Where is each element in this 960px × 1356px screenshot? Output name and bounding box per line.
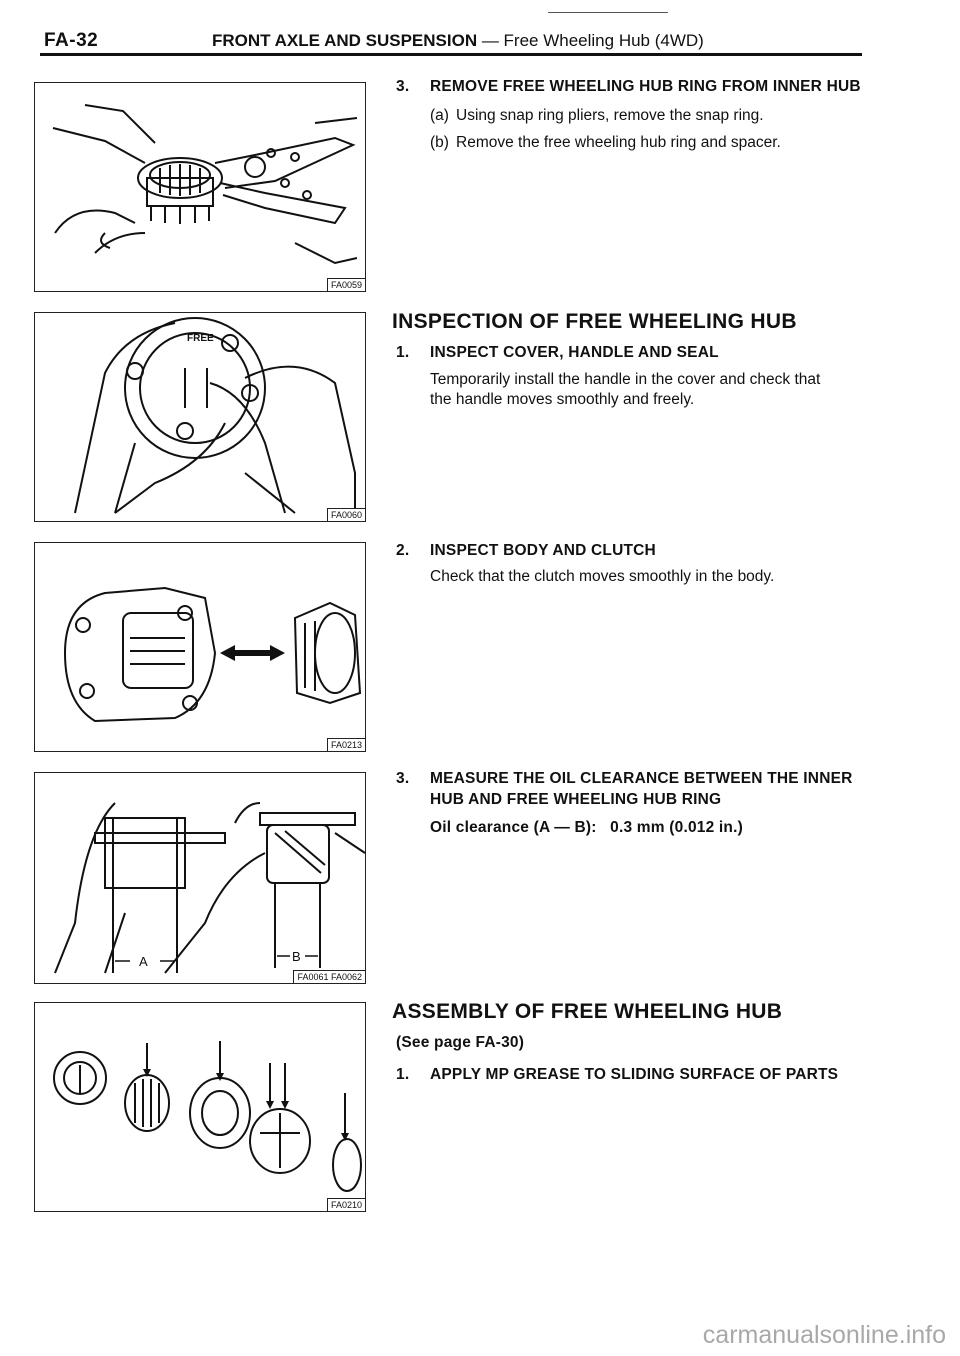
inspection-step1-text: Temporarily install the handle in the co… [430, 371, 821, 408]
free-label: FREE [187, 333, 214, 344]
figure-code: FA0060 [326, 508, 365, 521]
inspection-step1-title: 1.INSPECT COVER, HANDLE AND SEAL [396, 344, 719, 361]
section-title: FRONT AXLE AND SUSPENSION — Free Wheelin… [212, 31, 704, 51]
page-number: FA-32 [44, 30, 99, 51]
label-a: A [139, 954, 148, 969]
inspection-step3-title-cont: HUB AND FREE WHEELING HUB RING [430, 791, 722, 808]
figure-code: FA0059 [326, 278, 365, 291]
inspection-heading: INSPECTION OF FREE WHEELING HUB [392, 310, 797, 333]
parts-exploded-illustration [53, 1041, 362, 1192]
watermark: carmanualsonline.info [702, 1321, 946, 1349]
figure-snap-ring-pliers: FA0059 [34, 82, 366, 292]
snap-ring-pliers-illustration [52, 104, 358, 265]
removal-step3-title: 3.REMOVE FREE WHEELING HUB RING FROM INN… [396, 78, 861, 95]
inspection-step2-title: 2.INSPECT BODY AND CLUTCH [396, 542, 656, 559]
section-title-rest: — Free Wheeling Hub (4WD) [477, 31, 704, 50]
figure-handle-cover: FREE FA0060 [34, 312, 366, 522]
section-title-bold: FRONT AXLE AND SUSPENSION [212, 31, 478, 50]
assembly-see-page: (See page FA-30) [396, 1034, 525, 1051]
caliper-illustration: A B [54, 802, 366, 974]
label-b: B [292, 949, 301, 964]
inspection-step3-title: 3.MEASURE THE OIL CLEARANCE BETWEEN THE … [396, 770, 853, 787]
assembly-heading: ASSEMBLY OF FREE WHEELING HUB [392, 1000, 783, 1023]
removal-step3b: (b)Remove the free wheeling hub ring and… [430, 134, 781, 151]
assembly-step1-title: 1.APPLY MP GREASE TO SLIDING SURFACE OF … [396, 1066, 839, 1083]
figure-parts-exploded: FA0210 [34, 1002, 366, 1212]
removal-step3a: (a)Using snap ring pliers, remove the sn… [430, 107, 764, 124]
figure-code: FA0213 [326, 738, 365, 751]
handle-cover-illustration: FREE [74, 317, 356, 514]
header-rule [40, 53, 862, 56]
figure-code: FA0210 [326, 1198, 365, 1211]
figure-code: FA0061 FA0062 [293, 970, 365, 983]
figure-body-clutch: FA0213 [34, 542, 366, 752]
double-arrow-icon [220, 645, 285, 661]
oil-clearance-spec: Oil clearance (A — B): 0.3 mm (0.012 in.… [430, 819, 743, 836]
top-thin-rule [548, 12, 668, 13]
figure-caliper-measure: A B FA0061 FA0062 [34, 772, 366, 984]
body-clutch-illustration [63, 586, 362, 723]
inspection-step2-text: Check that the clutch moves smoothly in … [430, 568, 775, 585]
